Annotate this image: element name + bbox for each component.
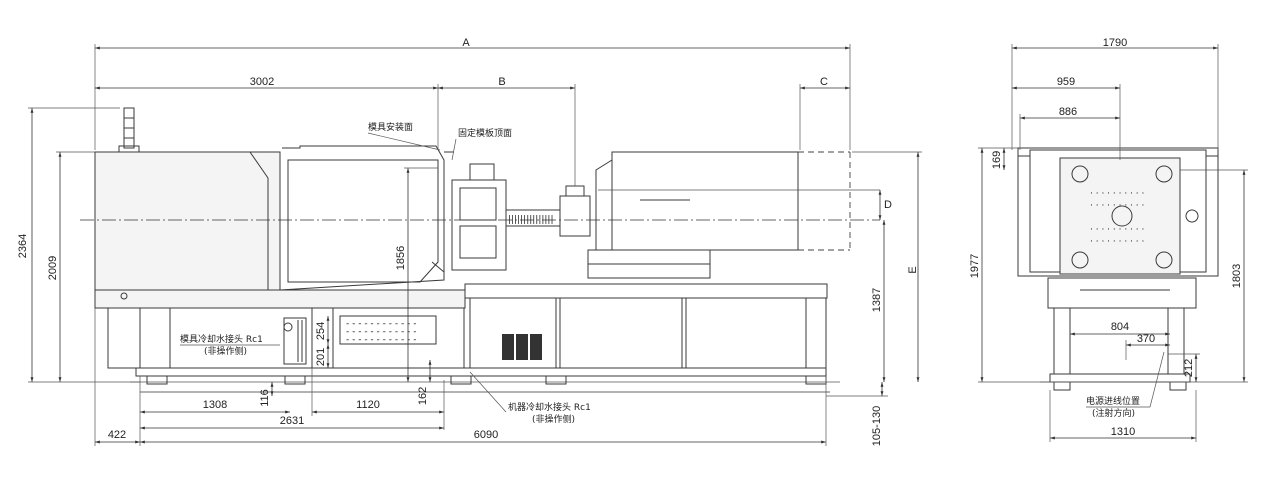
svg-text:· · · · · · · · · ·: · · · · · · · · · · (1090, 201, 1144, 211)
svg-text:- - - - - - - - - - - -: - - - - - - - - - - - - (346, 319, 416, 329)
dim-105-130: 105-130 (871, 406, 883, 446)
dim-2009: 2009 (47, 256, 59, 280)
label-fixed-platen-top: 固定模板顶面 (458, 127, 512, 139)
dim-1977: 1977 (969, 254, 981, 278)
dim-2631: 2631 (280, 415, 304, 427)
injection-unit: - - - - - - - - - - - - - - - - - - - - … (94, 107, 466, 369)
dim-2364: 2364 (17, 234, 29, 258)
label-mold-mount-face: 模具安装面 (368, 121, 413, 133)
dim-6090: 6090 (474, 429, 498, 441)
svg-text:· · · · · · · · · ·: · · · · · · · · · · (1090, 189, 1144, 199)
fixed-platen: ||||||||||||||| (451, 163, 591, 271)
dim-422: 422 (108, 429, 126, 441)
dim-1120: 1120 (356, 399, 380, 411)
dim-212: 212 (1183, 359, 1195, 377)
label-mold-cooling-1: 模具冷却水接头 Rc1 (180, 333, 263, 345)
svg-text:· · · · · · · · · ·: · · · · · · · · · · (1090, 225, 1144, 235)
dim-D: D (884, 199, 892, 211)
dim-E: E (907, 266, 919, 273)
end-labels: 电源进线位置 (注射方向) (1086, 351, 1165, 419)
label-machine-cooling-1: 机器冷却水接头 Rc1 (508, 401, 591, 413)
dim-1803: 1803 (1231, 264, 1243, 288)
dim-169: 169 (991, 151, 1003, 169)
dim-3002: 3002 (250, 76, 274, 88)
dimensions-end: 1790 959 886 169 1977 1803 804 370 (969, 37, 1248, 442)
dim-254: 254 (315, 322, 327, 340)
leveling-feet (140, 375, 830, 393)
dim-1310: 1310 (1111, 426, 1135, 438)
label-machine-cooling-2: (非操作侧) (532, 413, 575, 425)
label-power-inlet-1: 电源进线位置 (1086, 395, 1140, 407)
dim-116: 116 (259, 389, 271, 407)
dim-201: 201 (315, 348, 327, 366)
svg-text:- - - - - - - - - - - -: - - - - - - - - - - - - (346, 335, 416, 345)
dim-162: 162 (417, 387, 429, 405)
vent-slots: - - - - - - - - - - - - - - - - - - - - … (346, 319, 416, 345)
dimensions-side: A 3002 B C D E 1387 2364 (17, 37, 922, 446)
dim-A: A (462, 37, 470, 49)
dim-1387: 1387 (871, 288, 883, 312)
side-labels: 模具安装面 固定模板顶面 模具冷却水接头 Rc1 (非操作侧) 机器冷却水接头 … (180, 121, 591, 425)
dim-B: B (498, 76, 505, 88)
dim-886: 886 (1059, 106, 1077, 118)
dim-1308: 1308 (203, 399, 227, 411)
clamp-unit (587, 151, 880, 279)
dim-1790: 1790 (1103, 37, 1127, 49)
machine-base (135, 283, 828, 377)
svg-text:· · · · · · · · · ·: · · · · · · · · · · (1090, 237, 1144, 247)
svg-text:|||||||||||||||: ||||||||||||||| (508, 215, 553, 225)
end-view: · · · · · · · · · · · · · · · · · · · · … (969, 37, 1248, 442)
dim-370: 370 (1137, 333, 1155, 345)
label-power-inlet-2: (注射方向) (1092, 407, 1135, 419)
dim-804: 804 (1111, 321, 1129, 333)
label-mold-cooling-2: (非操作侧) (204, 345, 247, 357)
side-view: - - - - - - - - - - - - - - - - - - - - … (17, 37, 922, 446)
dim-1856: 1856 (395, 246, 407, 270)
svg-text:- - - - - - - - - - - -: - - - - - - - - - - - - (346, 327, 416, 337)
dim-C: C (820, 76, 828, 88)
dim-959: 959 (1057, 76, 1075, 88)
